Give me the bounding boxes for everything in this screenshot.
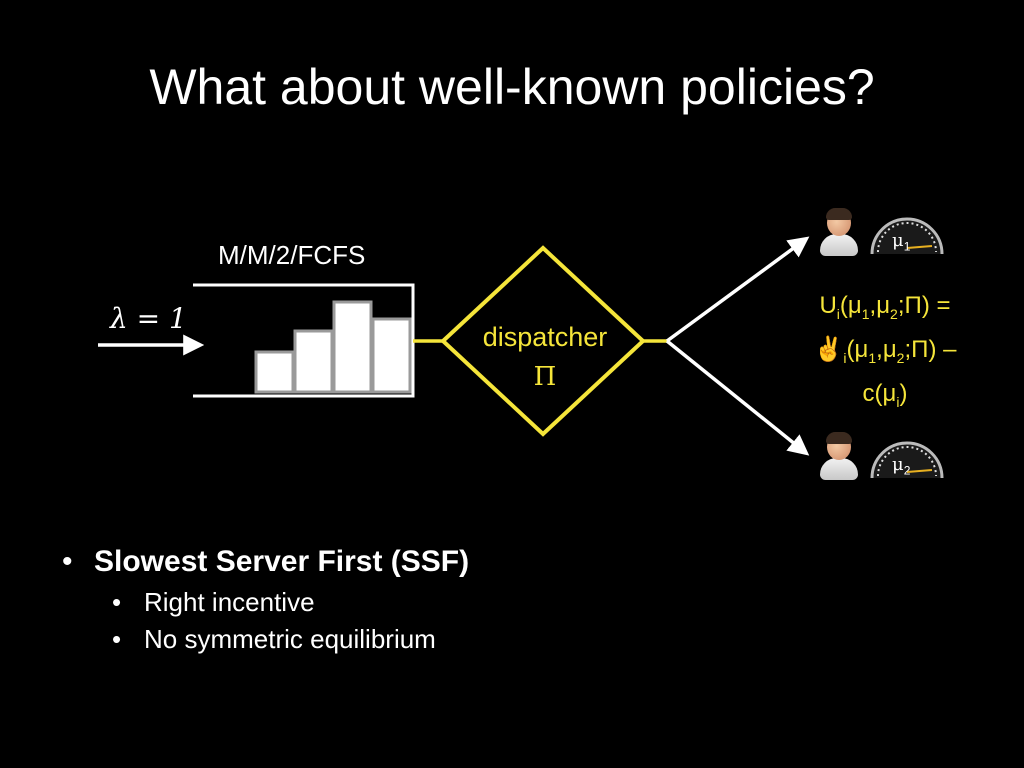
bullet-sub-1: Right incentive bbox=[112, 587, 469, 618]
speedometer-icon bbox=[870, 441, 944, 479]
dispatcher-symbol: Π bbox=[533, 362, 557, 392]
queue-job bbox=[332, 300, 373, 394]
queue-job bbox=[254, 350, 295, 394]
person-icon bbox=[818, 432, 860, 482]
bullet-main: Slowest Server First (SSF) bbox=[62, 545, 469, 579]
utility-line-2: ✌i(μ1,μ2;Π) – bbox=[813, 335, 957, 366]
server-1-rate: μ1 bbox=[892, 230, 911, 254]
bullet-sub-2: No symmetric equilibrium bbox=[112, 624, 469, 655]
queue-job bbox=[371, 317, 412, 394]
utility-line-1: Ui(μ1,μ2;Π) = bbox=[819, 292, 951, 322]
hand-icon: ✌ bbox=[813, 335, 844, 363]
dispatcher-diamond bbox=[440, 245, 646, 437]
slide-title: What about well-known policies? bbox=[149, 59, 875, 115]
server-2: μ2 bbox=[818, 426, 958, 488]
dispatcher-label: dispatcher bbox=[482, 322, 608, 352]
route-arrow-server2 bbox=[665, 339, 810, 456]
queue-label: M/M/2/FCFS bbox=[218, 240, 366, 270]
arrival-rate: λ = 1 bbox=[110, 302, 187, 335]
speedometer-icon bbox=[870, 217, 944, 255]
utility-formula: Ui(μ1,μ2;Π) = ✌i(μ1,μ2;Π) – c(μi) bbox=[780, 288, 990, 419]
route-arrow-server1 bbox=[665, 236, 810, 343]
person-icon bbox=[818, 208, 860, 258]
bullet-list: Slowest Server First (SSF) Right incenti… bbox=[62, 545, 469, 661]
queue-job bbox=[293, 329, 334, 394]
server-2-rate: μ2 bbox=[892, 454, 911, 478]
server-1: μ1 bbox=[818, 202, 958, 264]
utility-line-3: c(μi) bbox=[862, 379, 908, 410]
